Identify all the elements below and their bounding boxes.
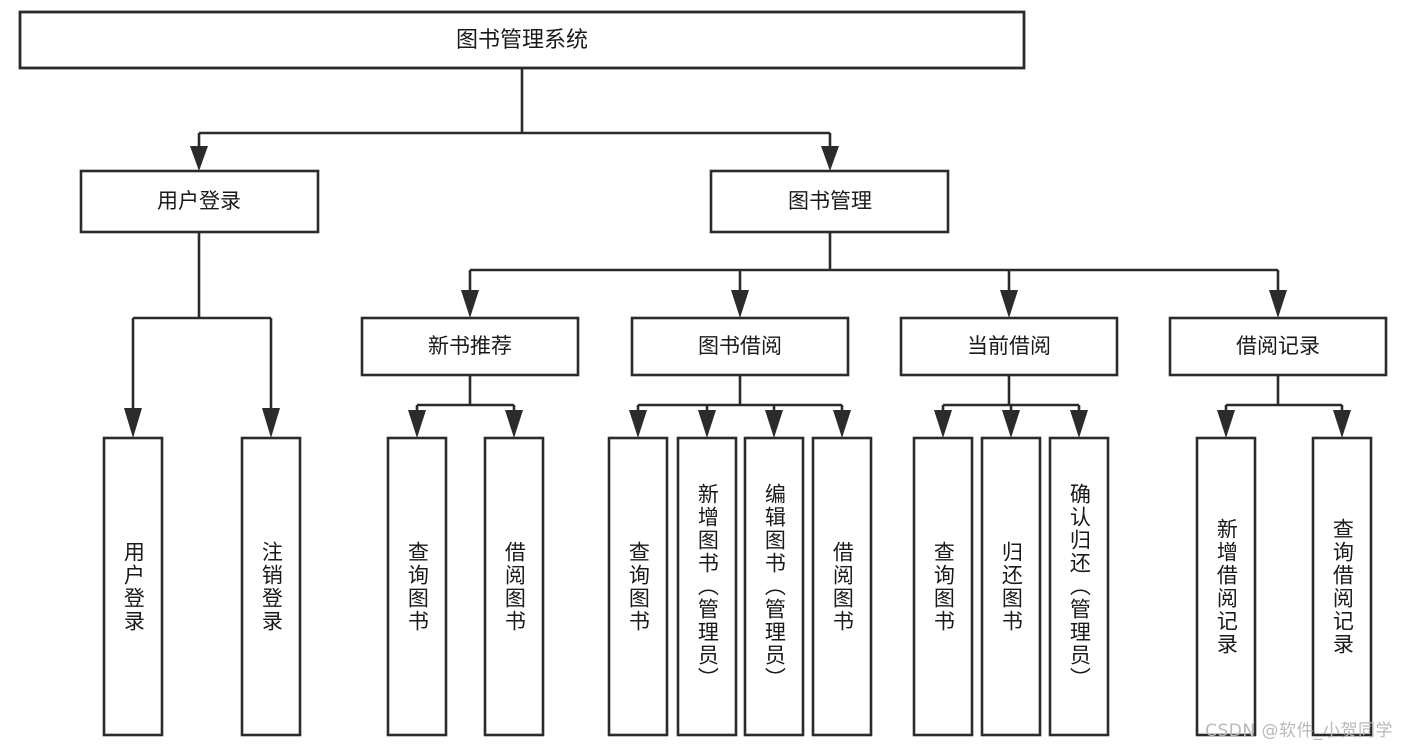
node-leaf-edit-book-box[interactable] bbox=[743, 436, 805, 737]
node-current-borrow-box[interactable] bbox=[899, 316, 1119, 377]
arrow-head-leaf-user-login bbox=[124, 408, 142, 438]
node-leaf-query-record[interactable]: 查询借阅记录 bbox=[1311, 436, 1373, 737]
node-user-login-label: 用户登录 bbox=[157, 189, 241, 213]
node-leaf-return-book[interactable]: 归还图书 bbox=[980, 436, 1042, 737]
node-borrow-record-label: 借阅记录 bbox=[1236, 334, 1320, 358]
node-book-borrow[interactable]: 图书借阅 bbox=[630, 316, 850, 377]
node-book-manage-label: 图书管理 bbox=[788, 189, 872, 213]
arrow-head-leaf-query-book-2 bbox=[629, 410, 647, 438]
node-root[interactable]: 图书管理系统 bbox=[18, 10, 1026, 70]
node-leaf-user-login-label: 用户登录 bbox=[121, 540, 146, 633]
node-leaf-edit-book[interactable]: 编辑图书（管理员） bbox=[743, 436, 805, 737]
node-leaf-user-logout[interactable]: 注销登录 bbox=[240, 436, 302, 737]
node-user-login[interactable]: 用户登录 bbox=[79, 169, 320, 234]
node-leaf-user-login[interactable]: 用户登录 bbox=[102, 436, 164, 737]
node-new-book-rec-label: 新书推荐 bbox=[428, 334, 512, 358]
node-new-book-rec[interactable]: 新书推荐 bbox=[360, 316, 580, 377]
node-leaf-confirm-return-label: 确认归还（管理员） bbox=[1067, 483, 1092, 690]
node-leaf-query-book-1-label: 查询图书 bbox=[405, 540, 430, 633]
node-root-label: 图书管理系统 bbox=[456, 28, 588, 53]
node-leaf-query-book-2-label: 查询图书 bbox=[626, 540, 651, 633]
node-leaf-borrow-book-1-box[interactable] bbox=[483, 436, 545, 737]
node-leaf-borrow-book-2-box[interactable] bbox=[811, 436, 873, 737]
node-leaf-user-login-box[interactable] bbox=[102, 436, 164, 737]
node-leaf-query-book-2-textarea: 查询图书 bbox=[626, 540, 651, 633]
node-borrow-record[interactable]: 借阅记录 bbox=[1168, 316, 1388, 377]
arrow-head-user-login bbox=[190, 146, 208, 171]
arrow-head-borrow-record bbox=[1269, 290, 1287, 318]
node-leaf-borrow-book-1-textarea: 借阅图书 bbox=[502, 540, 527, 633]
arrow-head-leaf-borrow-book-2 bbox=[833, 410, 851, 438]
node-leaf-user-logout-textarea: 注销登录 bbox=[259, 540, 284, 633]
node-leaf-user-logout-label: 注销登录 bbox=[259, 540, 284, 633]
node-leaf-add-book-textarea: 新增图书（管理员） bbox=[695, 483, 720, 690]
node-leaf-return-book-box[interactable] bbox=[980, 436, 1042, 737]
node-leaf-query-book-2[interactable]: 查询图书 bbox=[607, 436, 669, 737]
arrow-head-leaf-return-book bbox=[1002, 410, 1020, 438]
arrow-head-leaf-add-book bbox=[698, 410, 716, 438]
node-leaf-return-book-textarea: 归还图书 bbox=[999, 540, 1024, 633]
node-leaf-borrow-book-1-label: 借阅图书 bbox=[502, 540, 527, 633]
node-leaf-edit-book-textarea: 编辑图书（管理员） bbox=[762, 483, 787, 690]
arrow-head-book-borrow bbox=[731, 290, 749, 318]
node-leaf-confirm-return-textarea: 确认归还（管理员） bbox=[1067, 483, 1092, 690]
arrow-head-leaf-query-book-1 bbox=[408, 410, 426, 438]
node-new-book-rec-box[interactable] bbox=[360, 316, 580, 377]
node-leaf-query-book-3-label: 查询图书 bbox=[931, 540, 956, 633]
node-leaf-user-login-textarea: 用户登录 bbox=[121, 540, 146, 633]
node-user-login-box[interactable] bbox=[79, 169, 320, 234]
node-leaf-borrow-book-2-label: 借阅图书 bbox=[830, 540, 855, 633]
arrow-head-leaf-edit-book bbox=[765, 410, 783, 438]
node-book-borrow-label: 图书借阅 bbox=[698, 334, 782, 358]
node-current-borrow[interactable]: 当前借阅 bbox=[899, 316, 1119, 377]
node-leaf-query-book-3-box[interactable] bbox=[912, 436, 974, 737]
node-leaf-add-record-textarea: 新增借阅记录 bbox=[1214, 517, 1239, 656]
arrow-head-leaf-user-logout bbox=[262, 408, 280, 438]
node-leaf-query-book-3-textarea: 查询图书 bbox=[931, 540, 956, 633]
arrow-head-new-book-rec bbox=[461, 290, 479, 318]
arrow-head-book-manage bbox=[821, 146, 839, 171]
node-leaf-borrow-book-1[interactable]: 借阅图书 bbox=[483, 436, 545, 737]
node-leaf-query-record-label: 查询借阅记录 bbox=[1330, 517, 1355, 656]
node-leaf-borrow-book-2-textarea: 借阅图书 bbox=[830, 540, 855, 633]
node-leaf-add-record-box[interactable] bbox=[1195, 436, 1257, 737]
arrow-head-leaf-borrow-book-1 bbox=[505, 410, 523, 438]
connectors bbox=[124, 68, 1351, 438]
node-borrow-record-box[interactable] bbox=[1168, 316, 1388, 377]
arrow-head-leaf-add-record bbox=[1217, 410, 1235, 438]
arrow-head-leaf-query-book-3 bbox=[934, 410, 952, 438]
node-book-manage-box[interactable] bbox=[709, 169, 950, 234]
arrow-head-leaf-confirm-return bbox=[1070, 410, 1088, 438]
node-leaf-add-record[interactable]: 新增借阅记录 bbox=[1195, 436, 1257, 737]
node-book-manage[interactable]: 图书管理 bbox=[709, 169, 950, 234]
arrow-head-leaf-query-record bbox=[1333, 410, 1351, 438]
node-leaf-return-book-label: 归还图书 bbox=[999, 540, 1024, 633]
node-leaf-query-book-2-box[interactable] bbox=[607, 436, 669, 737]
node-leaf-query-book-1-box[interactable] bbox=[386, 436, 448, 737]
node-leaf-add-book[interactable]: 新增图书（管理员） bbox=[676, 436, 738, 737]
node-leaf-query-book-1-textarea: 查询图书 bbox=[405, 540, 430, 633]
node-leaf-add-book-box[interactable] bbox=[676, 436, 738, 737]
node-leaf-borrow-book-2[interactable]: 借阅图书 bbox=[811, 436, 873, 737]
node-leaf-confirm-return[interactable]: 确认归还（管理员） bbox=[1048, 436, 1110, 737]
node-leaf-add-record-label: 新增借阅记录 bbox=[1214, 517, 1239, 656]
node-leaf-query-record-box[interactable] bbox=[1311, 436, 1373, 737]
node-current-borrow-label: 当前借阅 bbox=[967, 334, 1051, 358]
node-leaf-user-logout-box[interactable] bbox=[240, 436, 302, 737]
node-leaf-confirm-return-box[interactable] bbox=[1048, 436, 1110, 737]
node-leaf-add-book-label: 新增图书（管理员） bbox=[695, 483, 720, 690]
node-book-borrow-box[interactable] bbox=[630, 316, 850, 377]
node-leaf-query-book-1[interactable]: 查询图书 bbox=[386, 436, 448, 737]
node-leaf-query-book-3[interactable]: 查询图书 bbox=[912, 436, 974, 737]
node-leaf-query-record-textarea: 查询借阅记录 bbox=[1330, 517, 1355, 656]
node-root-box[interactable] bbox=[18, 10, 1026, 70]
arrow-head-current-borrow bbox=[1000, 290, 1018, 318]
node-leaf-edit-book-label: 编辑图书（管理员） bbox=[762, 483, 787, 690]
